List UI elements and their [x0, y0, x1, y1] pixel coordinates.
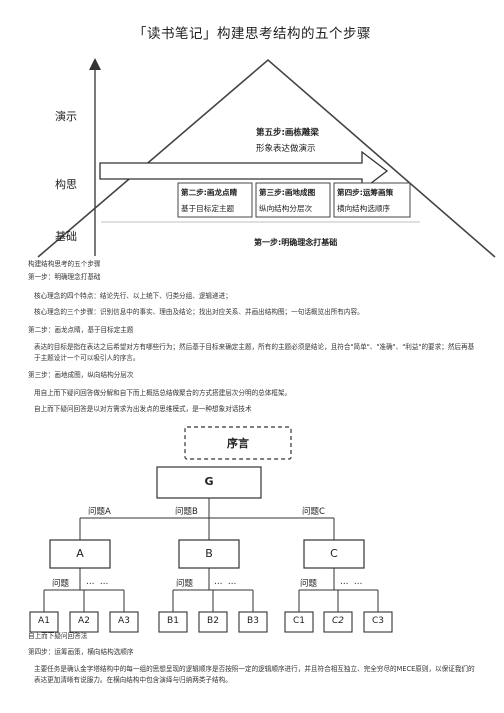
sub-question-b-label: 问题: [176, 579, 194, 589]
horizontal-arrow: [99, 150, 389, 192]
step4-title: 第四步:运筹画策: [337, 188, 394, 197]
leaf-c1-label: C1: [292, 616, 305, 626]
step4-paragraph-1: 主要任务是确认金字塔结构中的每一组的思想呈现的逻辑顺序是否按照一定的逻辑顺序进行…: [34, 665, 475, 684]
level-label-base: 基础: [55, 230, 77, 243]
question-c-label: 问题C: [302, 507, 325, 517]
root-label: G: [204, 475, 214, 488]
step1-paragraph-2: 核心理念的三个步骤：识别信息中的事实、理由及结论；找出对应关系、并画出结构图；一…: [34, 308, 364, 316]
leaf-b1-label: B1: [167, 616, 179, 626]
leaf-c3-label: C3: [371, 616, 384, 626]
leaf-a2-label: A2: [78, 616, 90, 626]
preface-label: 序言: [227, 437, 249, 450]
step3-paragraph-1: 用自上而下疑问回答做分解和自下而上概括总结做聚合的方式搭建层次分明的总体框架。: [34, 389, 292, 397]
step1-title: 第一步:明确理念打基础: [254, 238, 338, 247]
question-a-label: 问题A: [88, 507, 111, 517]
pyramid-outline: [37, 58, 496, 258]
step2-heading: 第二步：画龙点睛，基于目标定主题: [28, 326, 134, 334]
node-c-label: C: [330, 547, 338, 560]
leaf-c2-label: C2: [331, 616, 344, 626]
node-b-label: B: [205, 547, 213, 560]
step1-paragraph-1: 核心理念的四个特点：结论先行、以上统下、归类分组、逻辑递进；: [34, 292, 232, 300]
step3-heading: 第三步：画地成图，纵向结构分层次: [28, 371, 134, 379]
leaf-b2-label: B2: [207, 616, 219, 626]
level-label-concept: 构思: [55, 178, 77, 191]
question-b-label: 问题B: [175, 507, 198, 517]
step2-paragraph-1: 表达的目标是指在表达之后希望对方有哪些行为；然后基于目标来确定主题，所有的主题必…: [34, 343, 475, 362]
leaf-a3-label: A3: [118, 616, 130, 626]
step2-desc: 基于目标定主题: [181, 204, 235, 213]
step4-desc: 横向结构选顺序: [337, 204, 391, 213]
step5-title: 第五步:画栋雕梁: [256, 128, 319, 138]
node-a-label: A: [76, 547, 84, 560]
step5-desc: 形象表达做演示: [256, 144, 316, 154]
sub-question-c-ellipsis: … …: [340, 577, 363, 587]
figure2-caption: 自上而下疑问回答法: [28, 632, 88, 640]
sub-question-b-ellipsis: … …: [214, 577, 237, 587]
figure1-caption: 构建结构思考的五个步骤: [28, 260, 101, 268]
step3-paragraph-2: 自上而下疑问回答是以对方需求为出发点的思维模式，是一种想象对话技术: [34, 405, 252, 413]
step2-title: 第二步:画龙点睛: [181, 188, 238, 197]
sub-question-a-label: 问题: [52, 579, 70, 589]
page-title: 「读书笔记」构建思考结构的五个步骤: [133, 26, 371, 42]
level-label-present: 演示: [55, 110, 77, 123]
step3-desc: 纵向结构分层次: [259, 204, 313, 213]
level-axis-arrowhead: [89, 58, 101, 70]
step3-title: 第三步:画地成图: [259, 188, 316, 197]
sub-question-c-label: 问题: [300, 579, 318, 589]
leaf-a1-label: A1: [38, 616, 50, 626]
leaf-b3-label: B3: [247, 616, 259, 626]
step4-heading: 第四步：运筹画策，横向结构选顺序: [28, 648, 134, 656]
sub-question-a-ellipsis: … …: [86, 577, 109, 587]
step1-heading: 第一步：明确理念打基础: [28, 273, 101, 281]
